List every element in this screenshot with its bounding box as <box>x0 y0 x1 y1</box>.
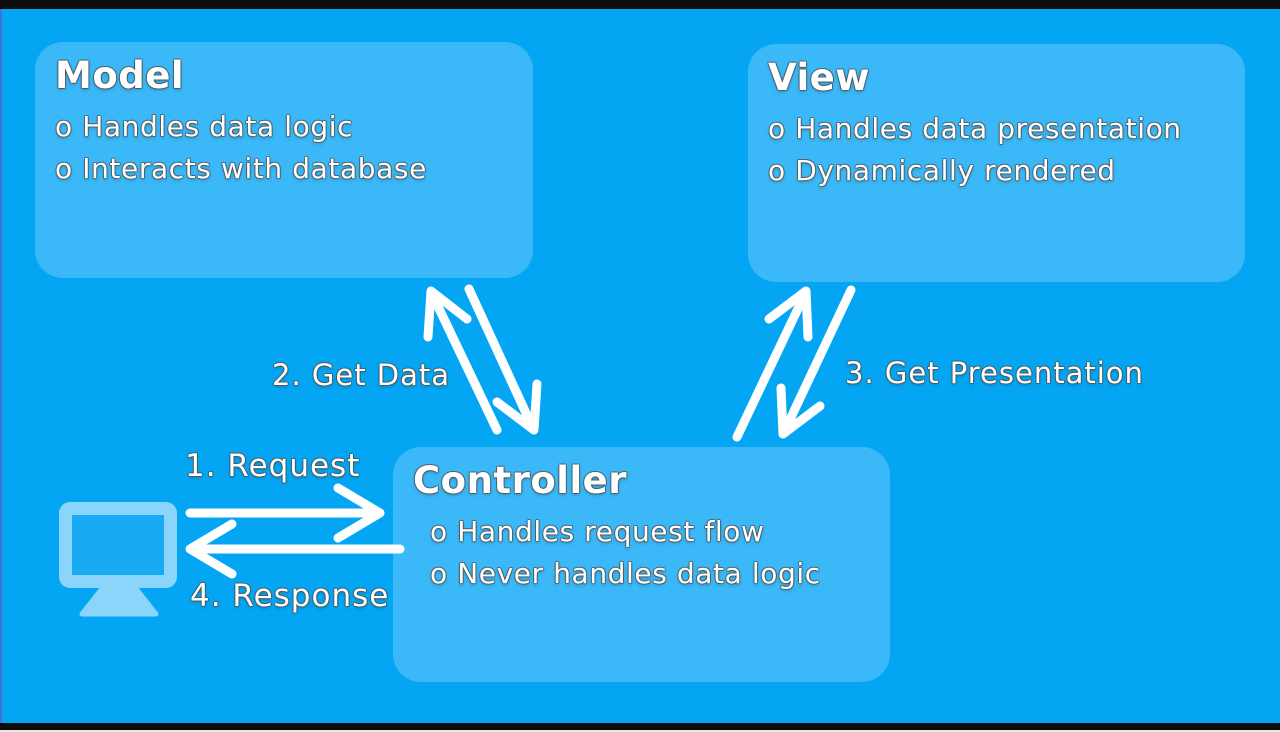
get-data-label: 2. Get Data <box>272 358 451 392</box>
bottom-light-strip <box>0 730 1280 732</box>
controller-box: Controller o Handles request flow o Never… <box>393 447 890 682</box>
view-title: View <box>768 56 870 99</box>
get-presentation-label: 3. Get Presentation <box>845 356 1144 390</box>
controller-bullet-list: o Handles request flow o Never handles da… <box>413 511 872 595</box>
get-data-up-arrow <box>423 286 502 435</box>
controller-title: Controller <box>413 459 627 502</box>
model-bullet-list: o Handles data logic o Interacts with dat… <box>55 106 515 190</box>
get-data-down-arrow <box>464 284 542 435</box>
model-title: Model <box>55 54 185 97</box>
get-presentation-down-arrow <box>776 285 856 439</box>
view-bullet: o Handles data presentation <box>768 112 1182 145</box>
left-edge-accent-line <box>0 9 2 723</box>
request-label: 1. Request <box>185 448 361 484</box>
request-arrow <box>185 483 385 543</box>
computer-monitor-icon <box>59 502 177 617</box>
response-arrow <box>185 519 405 579</box>
get-presentation-up-arrow <box>732 286 813 442</box>
model-bullet: o Interacts with database <box>55 152 427 185</box>
bottom-letterbox-bar <box>0 723 1280 730</box>
model-bullet: o Handles data logic <box>55 110 354 143</box>
controller-bullet: o Never handles data logic <box>430 557 821 590</box>
top-letterbox-bar <box>0 0 1280 9</box>
view-box: View o Handles data presentation o Dynami… <box>748 44 1245 282</box>
view-bullet: o Dynamically rendered <box>768 154 1116 187</box>
controller-bullet: o Handles request flow <box>430 515 765 548</box>
response-label: 4. Response <box>190 578 390 614</box>
view-bullet-list: o Handles data presentation o Dynamically… <box>768 108 1227 192</box>
model-box: Model o Handles data logic o Interacts wi… <box>35 42 533 278</box>
